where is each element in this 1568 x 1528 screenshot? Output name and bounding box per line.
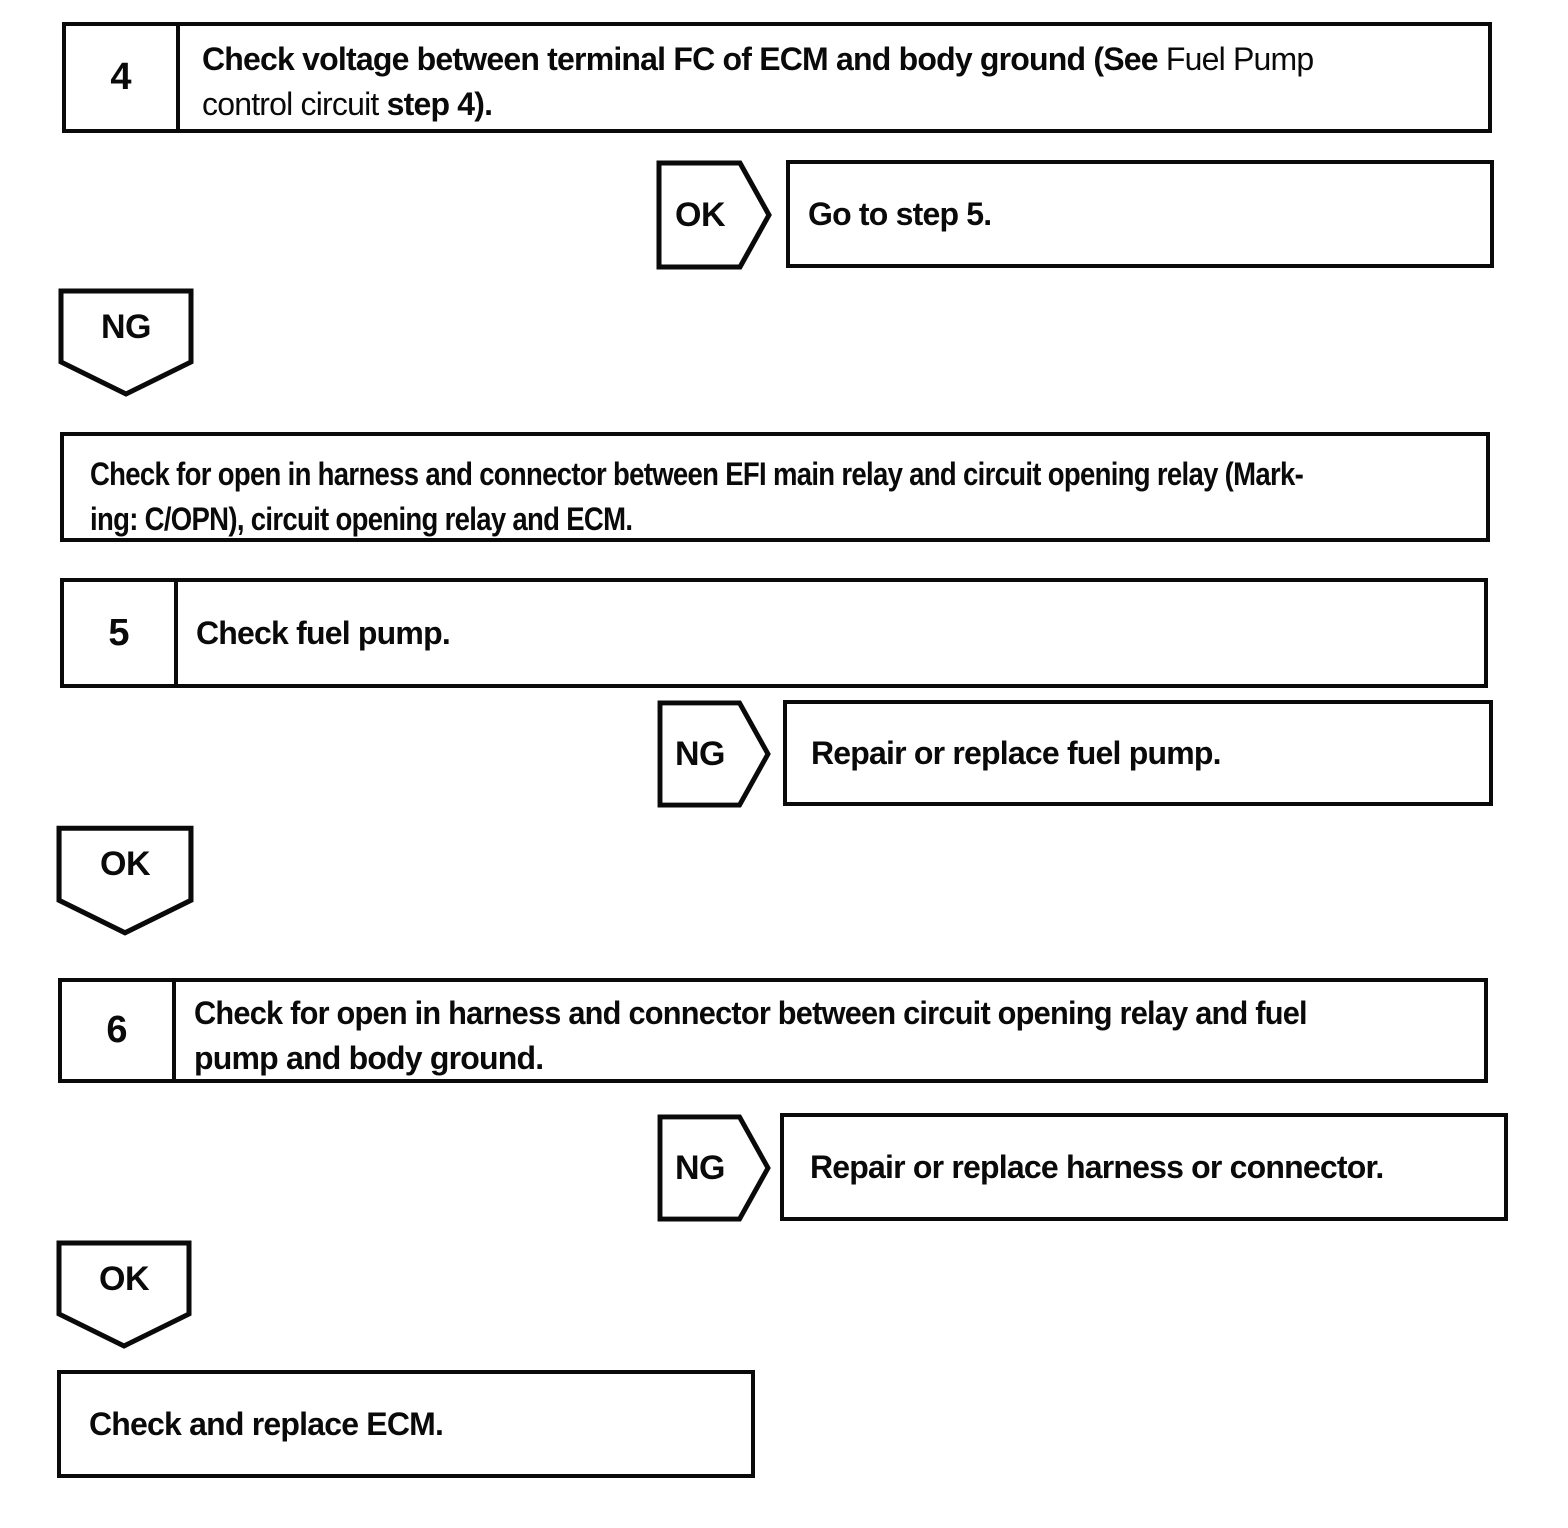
step4-ok-action-text: Go to step 5.	[808, 195, 992, 232]
step4-ng-action-line2: ing: C/OPN), circuit opening relay and E…	[90, 501, 633, 537]
step5-box: 5 Check fuel pump.	[60, 578, 1488, 688]
step6-ok-connector-icon: OK	[56, 1240, 192, 1350]
step4-ok-label: OK	[675, 195, 726, 234]
step4-ok-action-box: Go to step 5.	[786, 160, 1494, 268]
step5-ok-connector-icon: OK	[56, 825, 194, 937]
step4-ok-connector-icon: OK	[656, 160, 772, 270]
step4-reference-name: Fuel Pump	[1165, 41, 1314, 77]
step4-reference-name2: control circuit	[202, 86, 387, 122]
step4-instruction: Check voltage between terminal FC of ECM…	[180, 26, 1488, 129]
step4-ng-label: NG	[101, 308, 152, 346]
step5-ng-connector-icon: NG	[656, 700, 772, 808]
step4-text-bold2: step 4).	[386, 86, 493, 122]
pentagon-down-icon	[58, 288, 194, 397]
step5-ok-label: OK	[100, 845, 151, 883]
step4-ng-action-text: Check for open in harness and connector …	[64, 436, 1509, 538]
step6-ng-connector-icon: NG	[656, 1114, 772, 1222]
step4-instruction-line2: control circuit step 4).	[202, 82, 1478, 127]
step6-number: 6	[62, 982, 176, 1079]
step4-instruction-line1: Check voltage between terminal FC of ECM…	[202, 37, 1478, 82]
step4-ng-connector-icon: NG	[58, 288, 194, 398]
pentagon-down-icon	[56, 825, 194, 936]
step6-instruction: Check for open in harness and connector …	[176, 982, 1484, 1079]
step5-ng-action-box: Repair or replace fuel pump.	[783, 700, 1493, 806]
step6-ng-label: NG	[675, 1148, 726, 1187]
step6-box: 6 Check for open in harness and connecto…	[58, 978, 1488, 1083]
final-action-text: Check and replace ECM.	[89, 1405, 444, 1442]
step6-instruction-line2: pump and body ground.	[194, 1040, 544, 1076]
final-action-box: Check and replace ECM.	[57, 1370, 755, 1478]
step4-ng-action-line1: Check for open in harness and connector …	[90, 456, 1304, 492]
step6-ok-label: OK	[99, 1260, 150, 1298]
pentagon-right-icon	[656, 160, 772, 270]
step5-number: 5	[64, 582, 178, 684]
step6-ng-action-box: Repair or replace harness or connector.	[780, 1113, 1508, 1221]
pentagon-down-icon	[56, 1240, 192, 1349]
pentagon-right-icon	[657, 700, 771, 808]
pentagon-right-icon	[657, 1114, 771, 1222]
step5-instruction: Check fuel pump.	[196, 614, 451, 651]
step6-ng-action-text: Repair or replace harness or connector.	[810, 1148, 1384, 1185]
step4-ng-action-box: Check for open in harness and connector …	[60, 432, 1490, 542]
step6-instruction-line1: Check for open in harness and connector …	[194, 995, 1308, 1031]
step4-box: 4 Check voltage between terminal FC of E…	[62, 22, 1492, 133]
step4-text-bold: Check voltage between terminal FC of ECM…	[202, 41, 1166, 77]
step5-ng-label: NG	[675, 734, 726, 773]
step4-number: 4	[66, 26, 180, 129]
step5-ng-action-text: Repair or replace fuel pump.	[811, 734, 1222, 771]
